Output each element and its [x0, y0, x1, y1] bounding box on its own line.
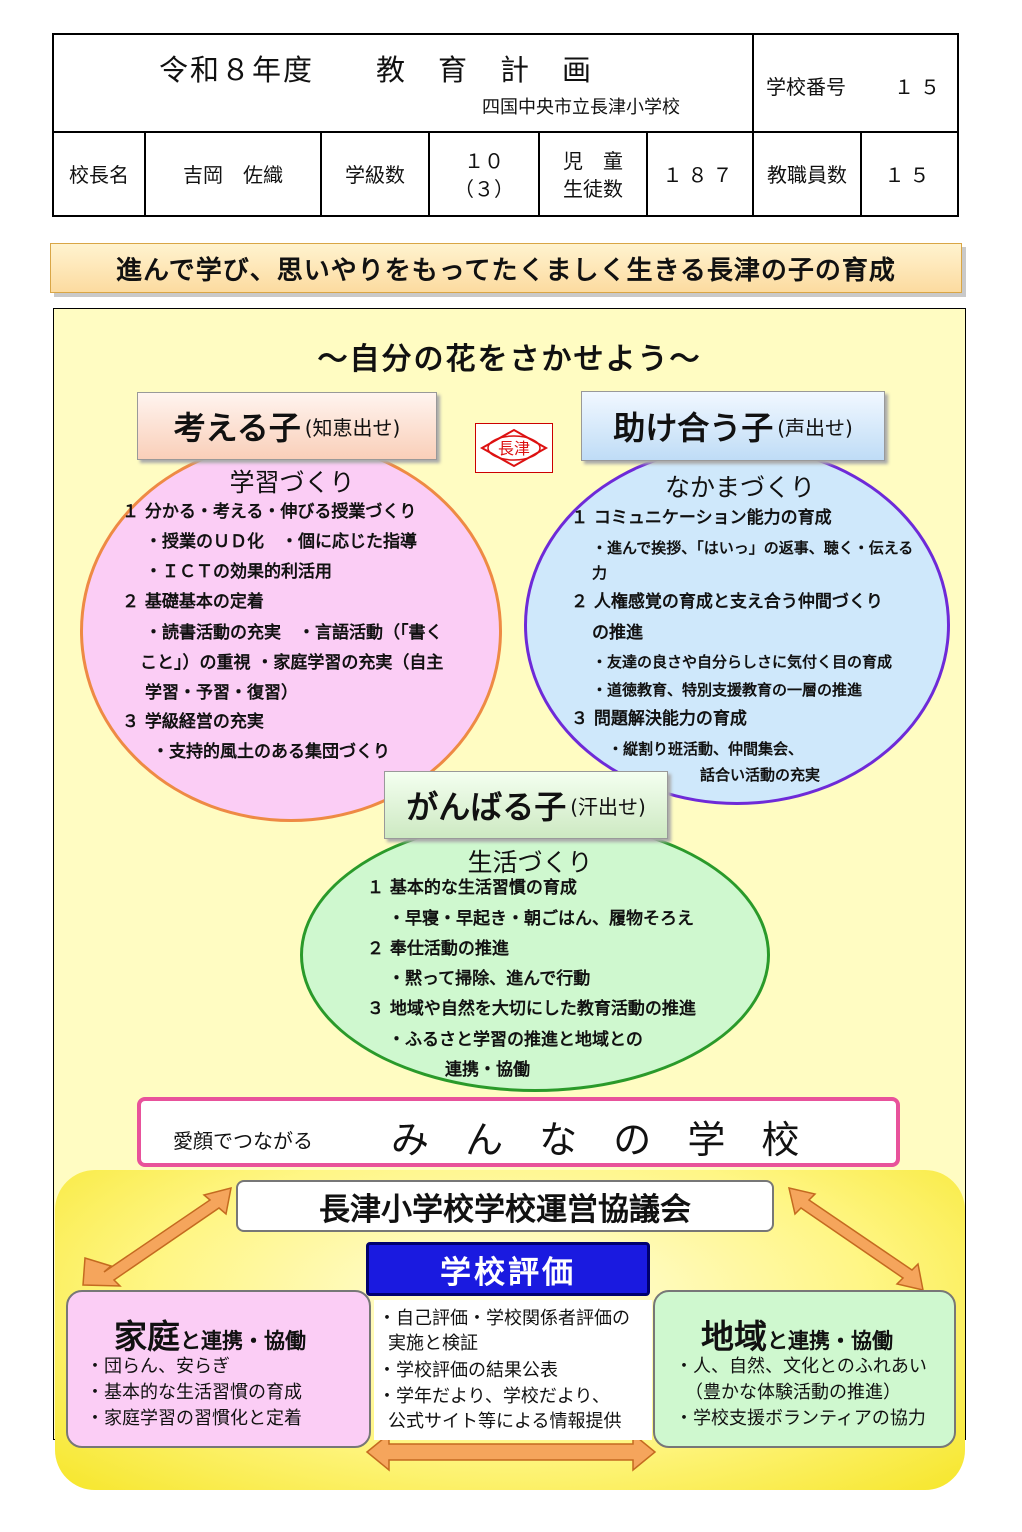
- svg-text:長津: 長津: [498, 439, 530, 458]
- community-line: ・学校支援ボランティアの協力: [675, 1408, 926, 1429]
- think-tag-sub: (知恵出せ): [304, 415, 401, 440]
- students-label-2: 生徒数: [563, 177, 623, 201]
- community-title-sub: と連携・協働: [767, 1329, 893, 1353]
- think-circle-title: 学習づくり: [229, 468, 355, 497]
- school-logo-emblem: 長津: [479, 428, 549, 468]
- think-line: 学習・予習・復習）: [145, 683, 298, 703]
- family-title-main: 家庭: [114, 1317, 180, 1356]
- partnership-arrows: [82, 1186, 924, 1472]
- classes-label: 学級数: [345, 163, 405, 187]
- classes-value: １０ （３）: [430, 133, 538, 217]
- students-value: １８７: [662, 163, 738, 187]
- evaluation-line: ・学校評価の結果公表: [378, 1360, 558, 1381]
- think-line: ・授業のＵＤ化 ・個に応じた指導: [145, 532, 417, 552]
- evaluation-line: 実施と検証: [388, 1333, 478, 1354]
- help-line: ・道徳教育、特別支援教育の一層の推進: [592, 681, 863, 699]
- help-line: 話合い活動の充実: [700, 766, 821, 784]
- family-box: 家庭と連携・協働 ・団らん、安らぎ ・基本的な生活習慣の育成 ・家庭学習の習慣化…: [66, 1290, 371, 1448]
- strive-line: ３ 地域や自然を大切にした教育活動の推進: [367, 999, 696, 1019]
- help-tag-label: 助け合う子: [613, 409, 774, 447]
- students-label: 児 童 生徒数: [540, 133, 646, 217]
- strive-line: ・早寝・早起き・朝ごはん、履物そろえ: [388, 909, 694, 929]
- help-line: ・縦割り班活動、仲間集会、: [608, 740, 804, 758]
- strive-tag: がんばる子(汗出せ): [384, 771, 668, 839]
- community-council-arrow: [787, 1186, 924, 1291]
- school-goal-banner: 進んで学び、思いやりをもってたくましく生きる長津の子の育成: [50, 243, 962, 293]
- community-line: （豊かな体験活動の推進）: [685, 1382, 901, 1403]
- help-circle: [524, 445, 950, 805]
- minna-school-box: 愛顔でつながる み ん な の 学 校: [137, 1097, 900, 1167]
- think-circle: [80, 440, 502, 822]
- evaluation-line: ・自己評価・学校関係者評価の: [378, 1308, 630, 1329]
- help-line: １ コミュニケーション能力の育成: [571, 508, 832, 528]
- help-line: ・友達の良さや自分らしさに気付く目の育成: [592, 653, 893, 671]
- family-title: 家庭と連携・協働: [114, 1310, 306, 1358]
- evaluation-line: 公式サイト等による情報提供: [388, 1411, 622, 1432]
- help-circle-title: なかまづくり: [664, 473, 815, 502]
- school-logo: 長津: [475, 423, 553, 473]
- family-line: ・基本的な生活習慣の育成: [86, 1382, 302, 1403]
- community-title-main: 地域: [701, 1317, 767, 1356]
- family-line: ・家庭学習の習慣化と定着: [86, 1408, 302, 1429]
- evaluation-line: ・学年だより、学校だより、: [378, 1386, 610, 1407]
- students-label-1: 児 童: [563, 149, 623, 173]
- strive-circle-title: 生活づくり: [467, 848, 593, 877]
- community-line: ・人、自然、文化とのふれあい: [675, 1356, 927, 1377]
- help-line: ２ 人権感覚の育成と支え合う仲間づくり: [571, 592, 883, 612]
- strive-line: １ 基本的な生活習慣の育成: [367, 878, 577, 898]
- staff-label: 教職員数: [767, 163, 847, 187]
- community-box: 地域と連携・協働 ・人、自然、文化とのふれあい （豊かな体験活動の推進） ・学校…: [653, 1290, 956, 1448]
- think-tag-label: 考える子: [173, 409, 301, 447]
- family-council-arrow: [82, 1186, 232, 1287]
- principal-name: 吉岡 佐織: [183, 163, 283, 187]
- help-tag-sub: (声出せ): [777, 415, 853, 440]
- think-line: ３ 学級経営の充実: [122, 712, 264, 732]
- strive-tag-label: がんばる子: [406, 788, 567, 826]
- think-line: １ 分かる・考える・伸びる授業づくり: [122, 502, 417, 522]
- classes-special: （３）: [454, 177, 514, 201]
- slogan: ～自分の花をさかせよう～: [317, 342, 702, 377]
- principal-label: 校長名: [69, 163, 129, 187]
- strive-line: ２ 奉仕活動の推進: [367, 939, 509, 959]
- plan-title: 令和８年度 教 育 計 画: [159, 53, 594, 87]
- family-community-arrow: [365, 1432, 657, 1472]
- think-line: ・支持的風土のある集団づくり: [152, 742, 390, 762]
- school-name: 四国中央市立長津小学校: [482, 97, 680, 118]
- help-tag: 助け合う子(声出せ): [581, 391, 885, 461]
- strive-line: 連携・協働: [445, 1060, 530, 1080]
- evaluation-title: 学校評価: [366, 1242, 650, 1296]
- classes-count: １０: [464, 149, 504, 173]
- header-table: 令和８年度 教 育 計 画 四国中央市立長津小学校 学校番号 １５ 校長名 吉岡…: [52, 33, 959, 217]
- strive-line: ・ふるさと学習の推進と地域との: [388, 1030, 643, 1050]
- school-number-value: １５: [894, 75, 946, 99]
- strive-circle: [300, 818, 770, 1092]
- strive-tag-sub: (汗出せ): [570, 794, 646, 819]
- think-tag: 考える子(知恵出せ): [137, 392, 437, 460]
- help-line: の推進: [592, 623, 643, 643]
- think-line: ２ 基礎基本の定着: [122, 592, 264, 612]
- help-line: ３ 問題解決能力の育成: [571, 709, 747, 729]
- think-line: こと」）の重視 ・家庭学習の充実（自主: [140, 653, 444, 673]
- evaluation-details: ・自己評価・学校関係者評価の 実施と検証 ・学校評価の結果公表 ・学年だより、学…: [374, 1300, 652, 1440]
- think-line: ・読書活動の充実 ・言語活動（「書く: [145, 623, 443, 643]
- help-line: 力: [592, 564, 608, 582]
- council-title: 長津小学校学校運営協議会: [236, 1180, 774, 1232]
- strive-line: ・黙って掃除、進んで行動: [388, 969, 591, 989]
- minna-main: み ん な の 学 校: [391, 1118, 812, 1162]
- think-line: ・ＩＣＴの効果的利活用: [145, 562, 332, 582]
- community-title: 地域と連携・協働: [701, 1310, 893, 1358]
- school-number-label: 学校番号: [766, 75, 846, 99]
- staff-value: １５: [884, 163, 935, 187]
- minna-prefix: 愛顔でつながる: [173, 1129, 313, 1153]
- family-title-sub: と連携・協働: [180, 1329, 306, 1353]
- family-line: ・団らん、安らぎ: [86, 1356, 230, 1377]
- help-line: ・進んで挨拶、「はいっ」の返事、聴く・伝える: [592, 539, 914, 557]
